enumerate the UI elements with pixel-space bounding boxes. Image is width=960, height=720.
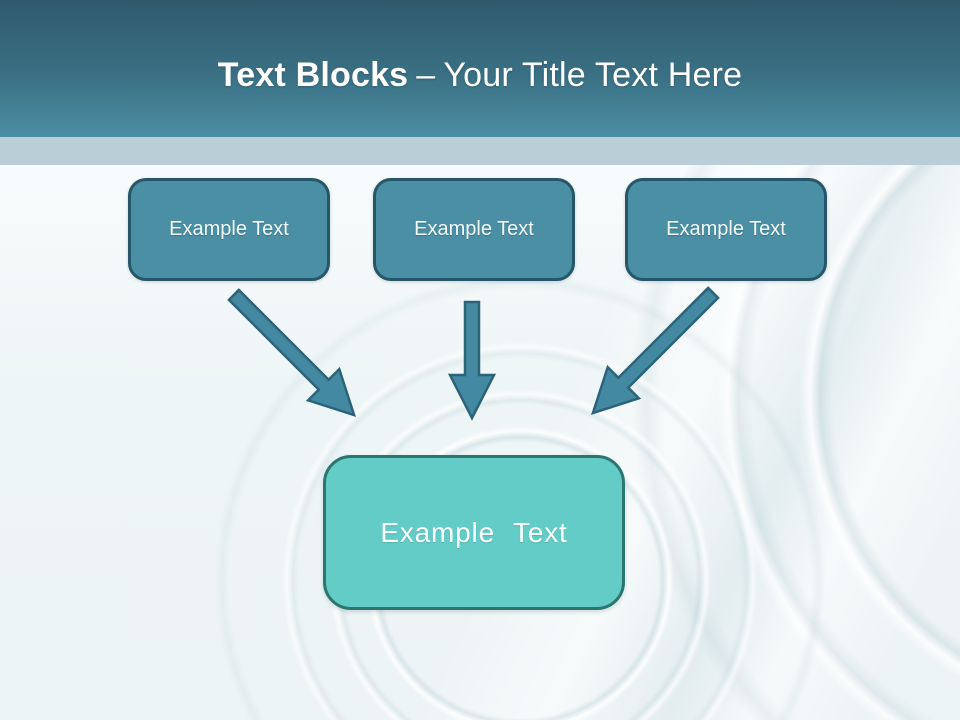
arrow-down-right-icon (227, 288, 357, 418)
result-block-label: Example Text (380, 516, 568, 548)
slide-header: Text Blocks–Your Title Text Here (0, 0, 960, 137)
header-divider-band (0, 137, 960, 168)
text-block-1-label: Example Text (169, 218, 289, 240)
diagram-canvas: Example Text Example Text Example Text E… (0, 165, 960, 720)
title-text: Your Title Text Here (443, 56, 743, 94)
arrow-down-left-icon (590, 286, 720, 416)
text-block-2-label: Example Text (414, 218, 534, 240)
title-separator: – (416, 56, 436, 94)
result-block: Example Text (323, 455, 625, 610)
text-block-1: Example Text (128, 178, 330, 281)
slide-title: Text Blocks–Your Title Text Here (218, 56, 742, 95)
text-block-3-label: Example Text (666, 218, 786, 240)
text-block-2: Example Text (373, 178, 575, 281)
title-topic: Text Blocks (217, 56, 409, 94)
arrow-down-icon (447, 300, 497, 421)
text-block-3: Example Text (625, 178, 827, 281)
